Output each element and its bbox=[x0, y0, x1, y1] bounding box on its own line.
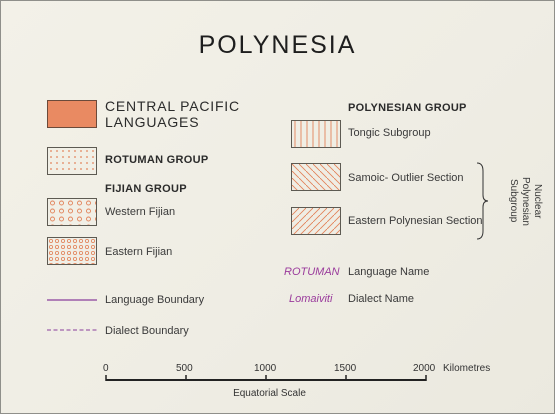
eastern-fijian-ring-pattern bbox=[48, 238, 96, 264]
scale-unit-label: Kilometres bbox=[443, 363, 491, 374]
western-fijian-swatch bbox=[47, 198, 97, 226]
eastern-fijian-label: Eastern Fijian bbox=[105, 246, 173, 258]
tongic-swatch bbox=[291, 120, 341, 148]
scale-bar bbox=[105, 375, 427, 381]
dialect-boundary-label: Dialect Boundary bbox=[105, 325, 189, 337]
nuclear-polynesian-bracket bbox=[476, 162, 489, 240]
boundary-line-samples bbox=[47, 299, 97, 331]
scale-tick-0: 0 bbox=[103, 363, 109, 374]
tongic-subgroup-label: Tongic Subgroup bbox=[348, 127, 431, 139]
language-name-label: Language Name bbox=[348, 266, 430, 278]
polynesian-group-label: POLYNESIAN GROUP bbox=[348, 102, 467, 114]
legend-title: POLYNESIA bbox=[198, 31, 357, 59]
eastern-polynesian-diagonal-hatch bbox=[292, 208, 340, 234]
samoic-outlier-label: Samoic- Outlier Section bbox=[348, 172, 464, 184]
scale-tick-1000: 1000 bbox=[254, 363, 277, 374]
language-boundary-label: Language Boundary bbox=[105, 294, 205, 306]
dialect-name-label: Dialect Name bbox=[348, 293, 415, 305]
central-pacific-swatch bbox=[47, 100, 97, 128]
eastern-polynesian-label: Eastern Polynesian Section bbox=[348, 215, 483, 227]
western-fijian-label: Western Fijian bbox=[105, 206, 176, 218]
samoic-back-diagonal-hatch bbox=[292, 164, 340, 190]
eastern-fijian-swatch bbox=[47, 237, 97, 265]
central-pacific-label: CENTRAL PACIFIC LANGUAGES bbox=[105, 98, 240, 130]
scale-tick-500: 500 bbox=[176, 363, 193, 374]
scale-tick-2000: 2000 bbox=[413, 363, 436, 374]
rotuman-group-label: ROTUMAN GROUP bbox=[105, 154, 209, 166]
eastern-polynesian-swatch bbox=[291, 207, 341, 235]
nuclear-polynesian-label: Nuclear Polynesian Subgroup bbox=[508, 176, 543, 226]
tongic-vertical-hatch bbox=[292, 121, 340, 147]
dialect-name-example: Lomaiviti bbox=[289, 293, 333, 305]
western-fijian-circle-pattern bbox=[48, 199, 96, 225]
language-name-example: ROTUMAN bbox=[284, 266, 340, 278]
fijian-group-label: FIJIAN GROUP bbox=[105, 183, 187, 195]
scale-caption: Equatorial Scale bbox=[233, 388, 306, 399]
rotuman-swatch bbox=[47, 147, 97, 175]
rotuman-dot-pattern bbox=[48, 148, 96, 174]
scale-tick-1500: 1500 bbox=[334, 363, 357, 374]
samoic-outlier-swatch bbox=[291, 163, 341, 191]
